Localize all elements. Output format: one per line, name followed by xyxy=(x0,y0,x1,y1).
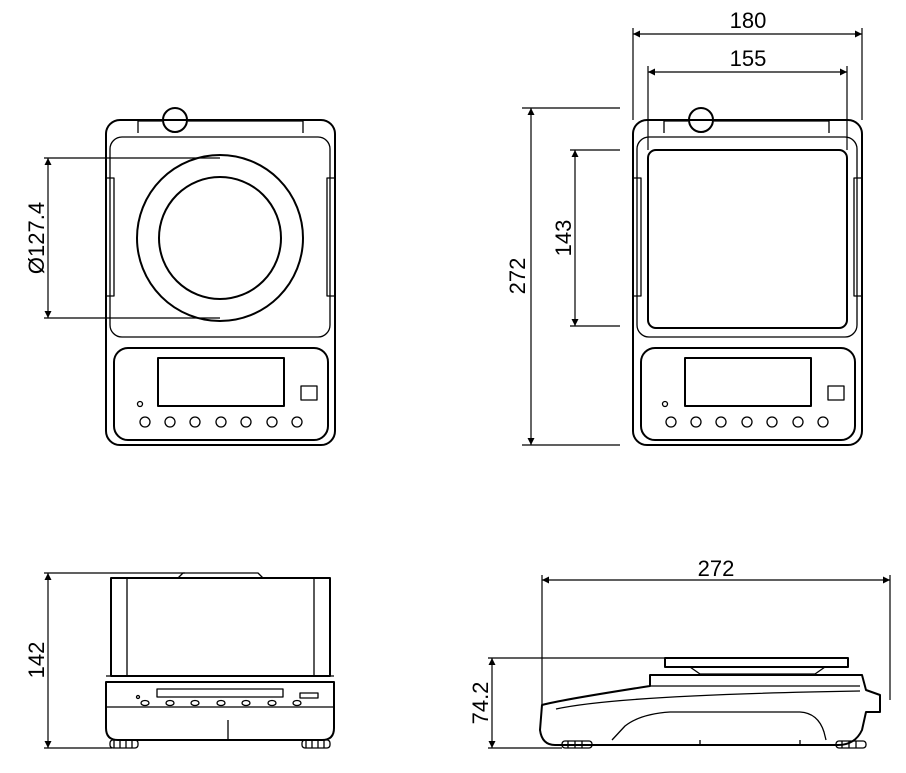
keypad-buttons xyxy=(665,416,829,428)
side-view: 272 74.2 xyxy=(468,556,891,749)
pan-side xyxy=(664,657,849,668)
keypad-buttons xyxy=(139,416,303,428)
draft-shield-area xyxy=(109,136,331,338)
level-indicator xyxy=(827,385,845,401)
foot-right xyxy=(301,739,331,749)
label-pan-diameter: Ø127.4 xyxy=(24,202,49,274)
foot-left xyxy=(109,739,139,749)
foot-front xyxy=(561,740,593,749)
front-buttons xyxy=(140,699,302,707)
front-view: 142 xyxy=(24,572,335,749)
label-depth-total: 272 xyxy=(505,258,530,295)
label-depth-side: 272 xyxy=(698,556,735,581)
top-view-round-pan: Ø127.4 xyxy=(24,107,336,446)
label-height-base: 74.2 xyxy=(468,682,493,725)
label-height-total: 142 xyxy=(24,642,49,679)
base-front xyxy=(105,681,335,741)
control-panel xyxy=(640,347,856,441)
top-view-square-pan: 180 155 272 143 xyxy=(505,8,863,446)
round-pan-outer xyxy=(136,154,304,322)
label-width-inner: 155 xyxy=(730,46,767,71)
round-pan-inner xyxy=(158,176,282,300)
display-window xyxy=(684,357,812,407)
label-depth-draft-shield: 143 xyxy=(551,220,576,257)
label-width-outer: 180 xyxy=(730,8,767,33)
control-panel xyxy=(113,347,329,441)
body-side xyxy=(539,674,881,746)
level-indicator xyxy=(300,385,318,401)
display-window xyxy=(157,357,285,407)
foot-back xyxy=(835,740,867,749)
draft-shield-front xyxy=(110,577,331,677)
square-pan xyxy=(647,149,848,329)
side-recess xyxy=(611,711,827,741)
